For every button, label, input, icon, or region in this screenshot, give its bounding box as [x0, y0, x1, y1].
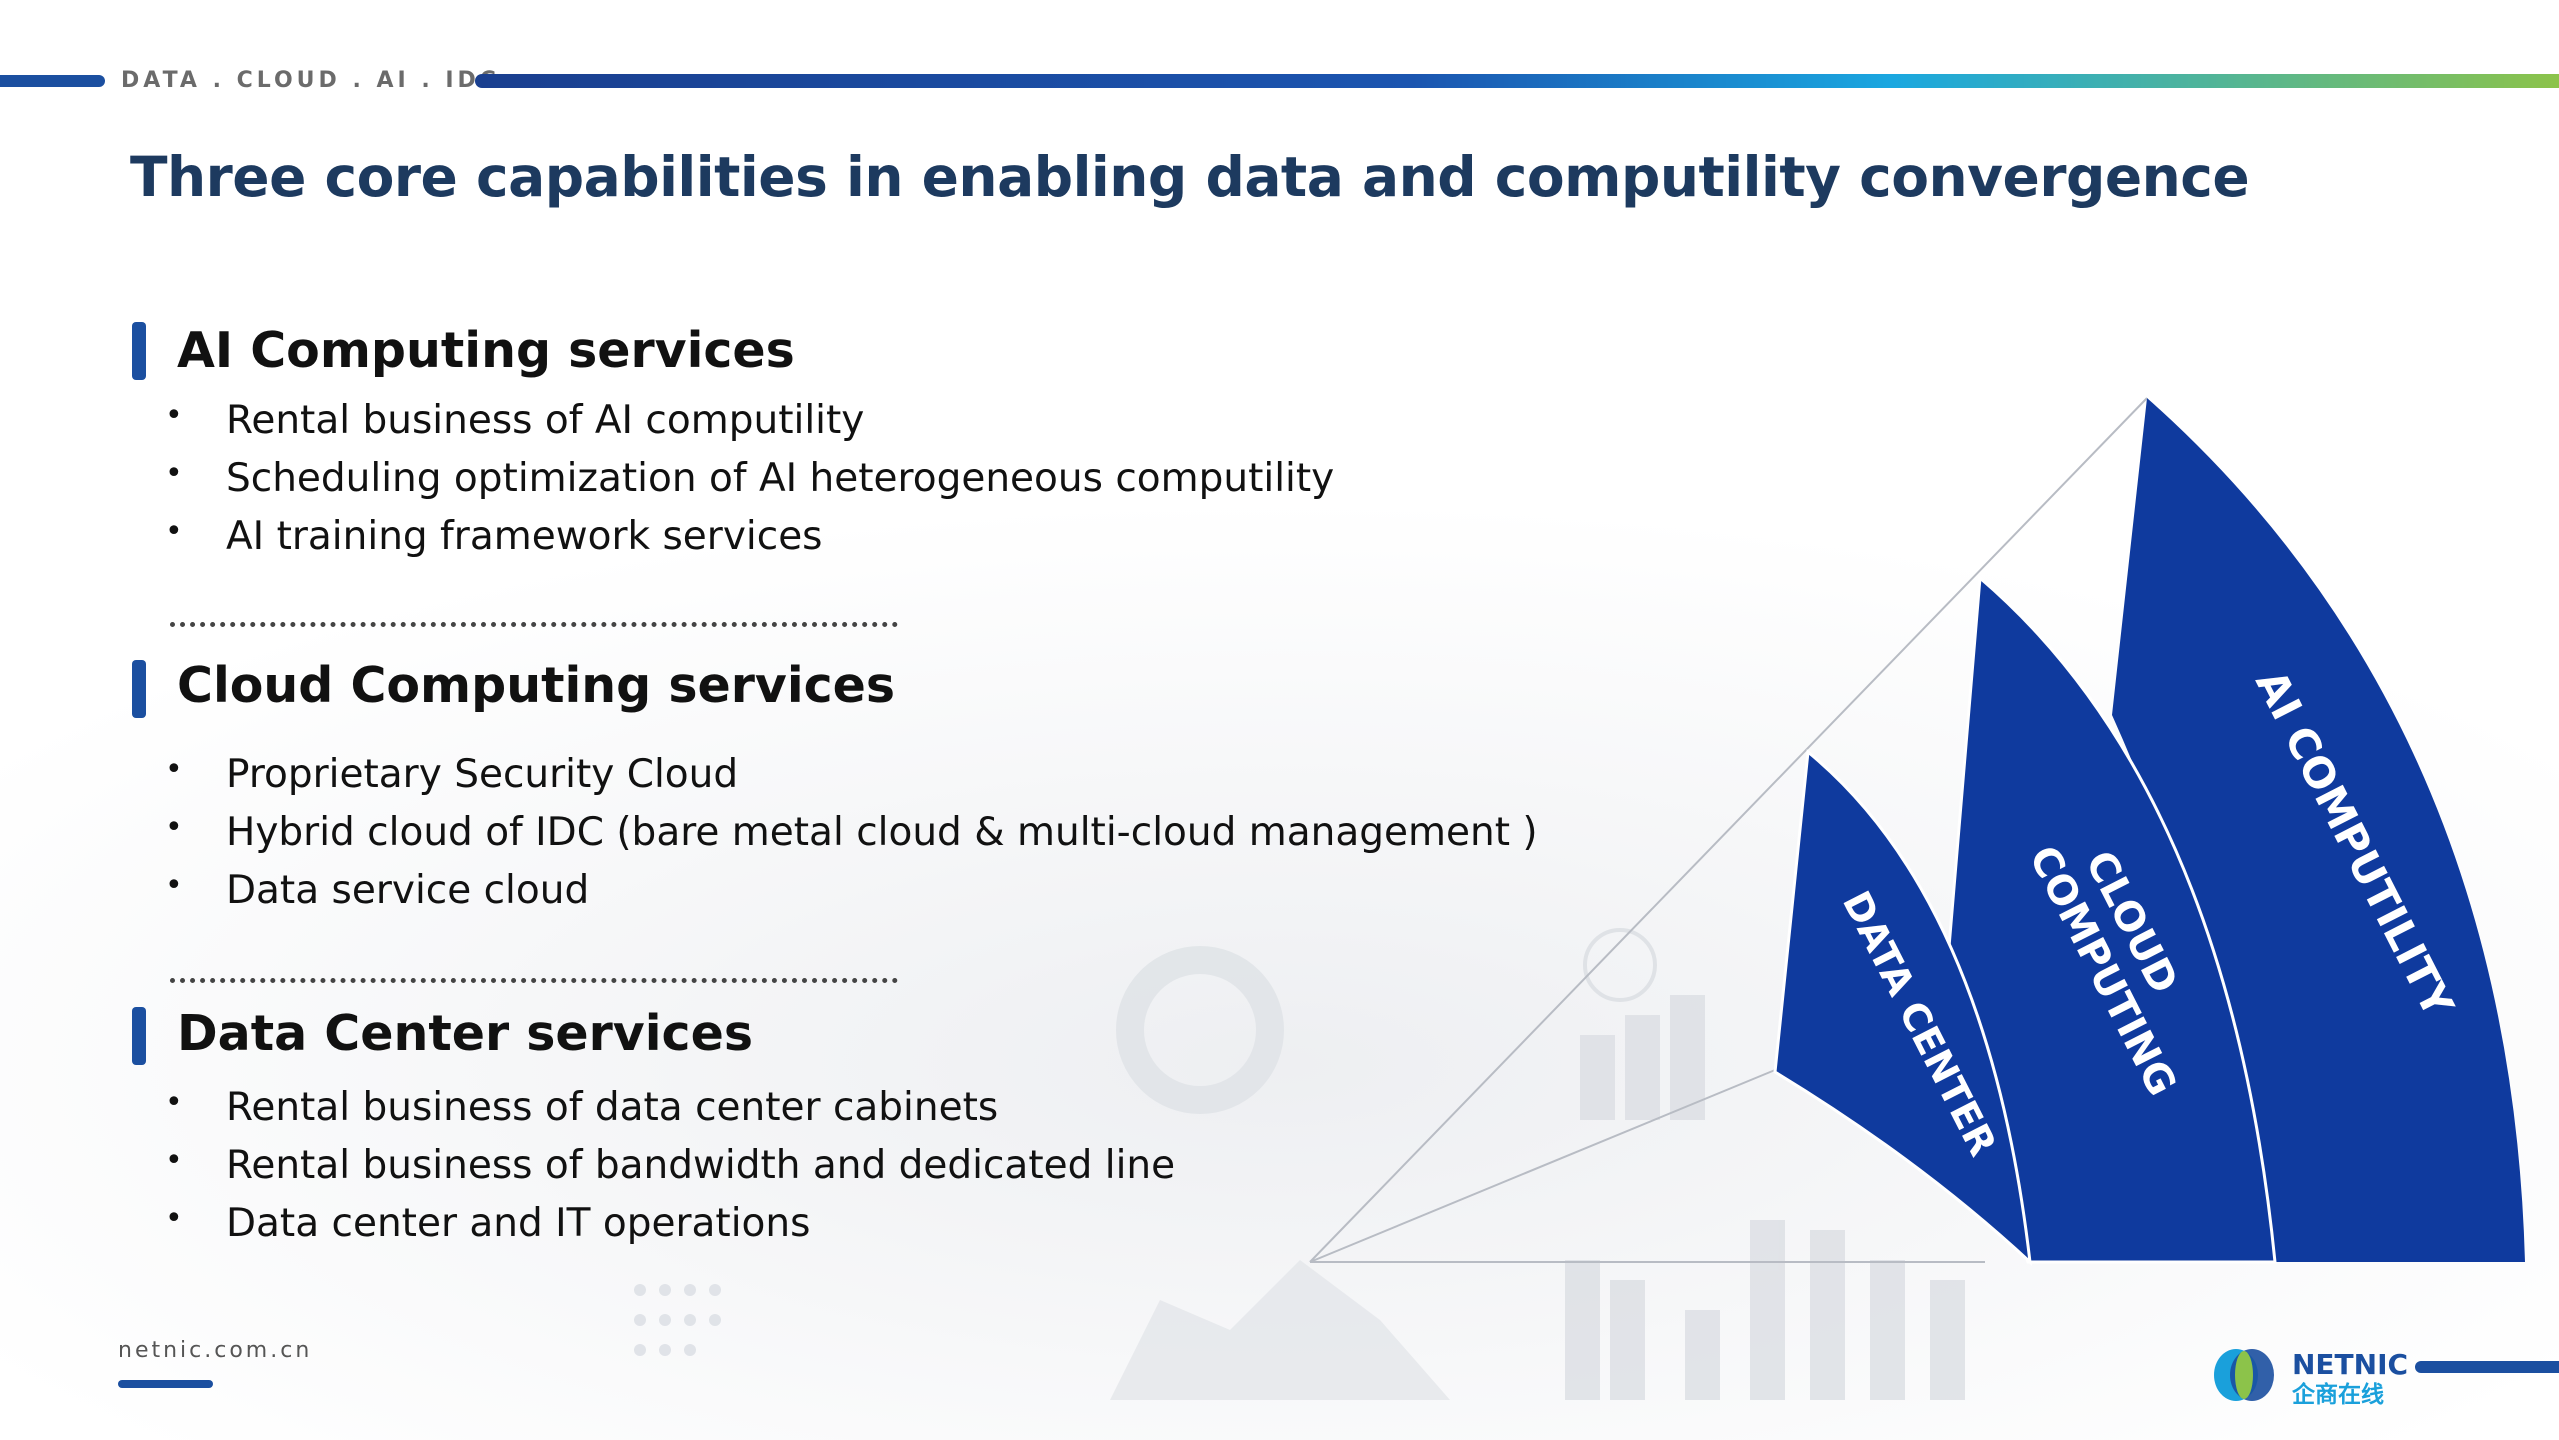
footer-url: netnic.com.cn: [118, 1338, 313, 1363]
layer-data-center-shape: [1773, 749, 2032, 1266]
section-marker-datacenter: [132, 1007, 146, 1065]
bullet-dot: •: [165, 456, 183, 491]
diagram-guide-lines: [1309, 397, 2148, 1263]
section-title-datacenter: Data Center services: [177, 1005, 753, 1062]
bullet-dot: •: [165, 1085, 183, 1120]
bullet-text: Hybrid cloud of IDC (bare metal cloud & …: [226, 810, 1538, 855]
bullet-dot: •: [165, 868, 183, 903]
netnic-logo-icon: [2214, 1349, 2274, 1401]
footer-accent-bar-right: [2415, 1361, 2559, 1373]
bullet-text: Rental business of AI computility: [226, 398, 865, 443]
bullet-dot: •: [165, 398, 183, 433]
bullet-text: AI training framework services: [226, 514, 823, 559]
bullet-dot: •: [165, 752, 183, 787]
bullet-text: Scheduling optimization of AI heterogene…: [226, 456, 1335, 501]
header-accent-bar-left: [0, 75, 105, 87]
section-marker-ai: [132, 322, 146, 380]
bullet-dot: •: [165, 1143, 183, 1178]
logo-text-cn: 企商在线: [2292, 1382, 2384, 1408]
bullet-text: Rental business of bandwidth and dedicat…: [226, 1143, 1176, 1188]
logo-text-en: NETNIC: [2292, 1348, 2409, 1381]
footer-accent-bar: [118, 1380, 213, 1388]
section-title-cloud: Cloud Computing services: [177, 657, 896, 714]
header-gradient-bar: [475, 74, 2559, 88]
section-divider: [170, 622, 898, 627]
bullet-text: Proprietary Security Cloud: [226, 752, 739, 797]
bullet-dot: •: [165, 810, 183, 845]
bullet-text: Data center and IT operations: [226, 1201, 811, 1246]
section-title-ai: AI Computing services: [177, 322, 795, 379]
bullet-dot: •: [165, 1201, 183, 1236]
bullet-text: Rental business of data center cabinets: [226, 1085, 999, 1130]
header-tagline: DATA . CLOUD . AI . IDC: [121, 68, 500, 93]
layer-ai-computility-shape: [2112, 398, 2525, 1262]
bullet-text: Data service cloud: [226, 868, 590, 913]
bullet-dot: •: [165, 514, 183, 549]
section-marker-cloud: [132, 660, 146, 718]
section-divider: [170, 978, 898, 983]
page-title: Three core capabilities in enabling data…: [130, 145, 2250, 209]
